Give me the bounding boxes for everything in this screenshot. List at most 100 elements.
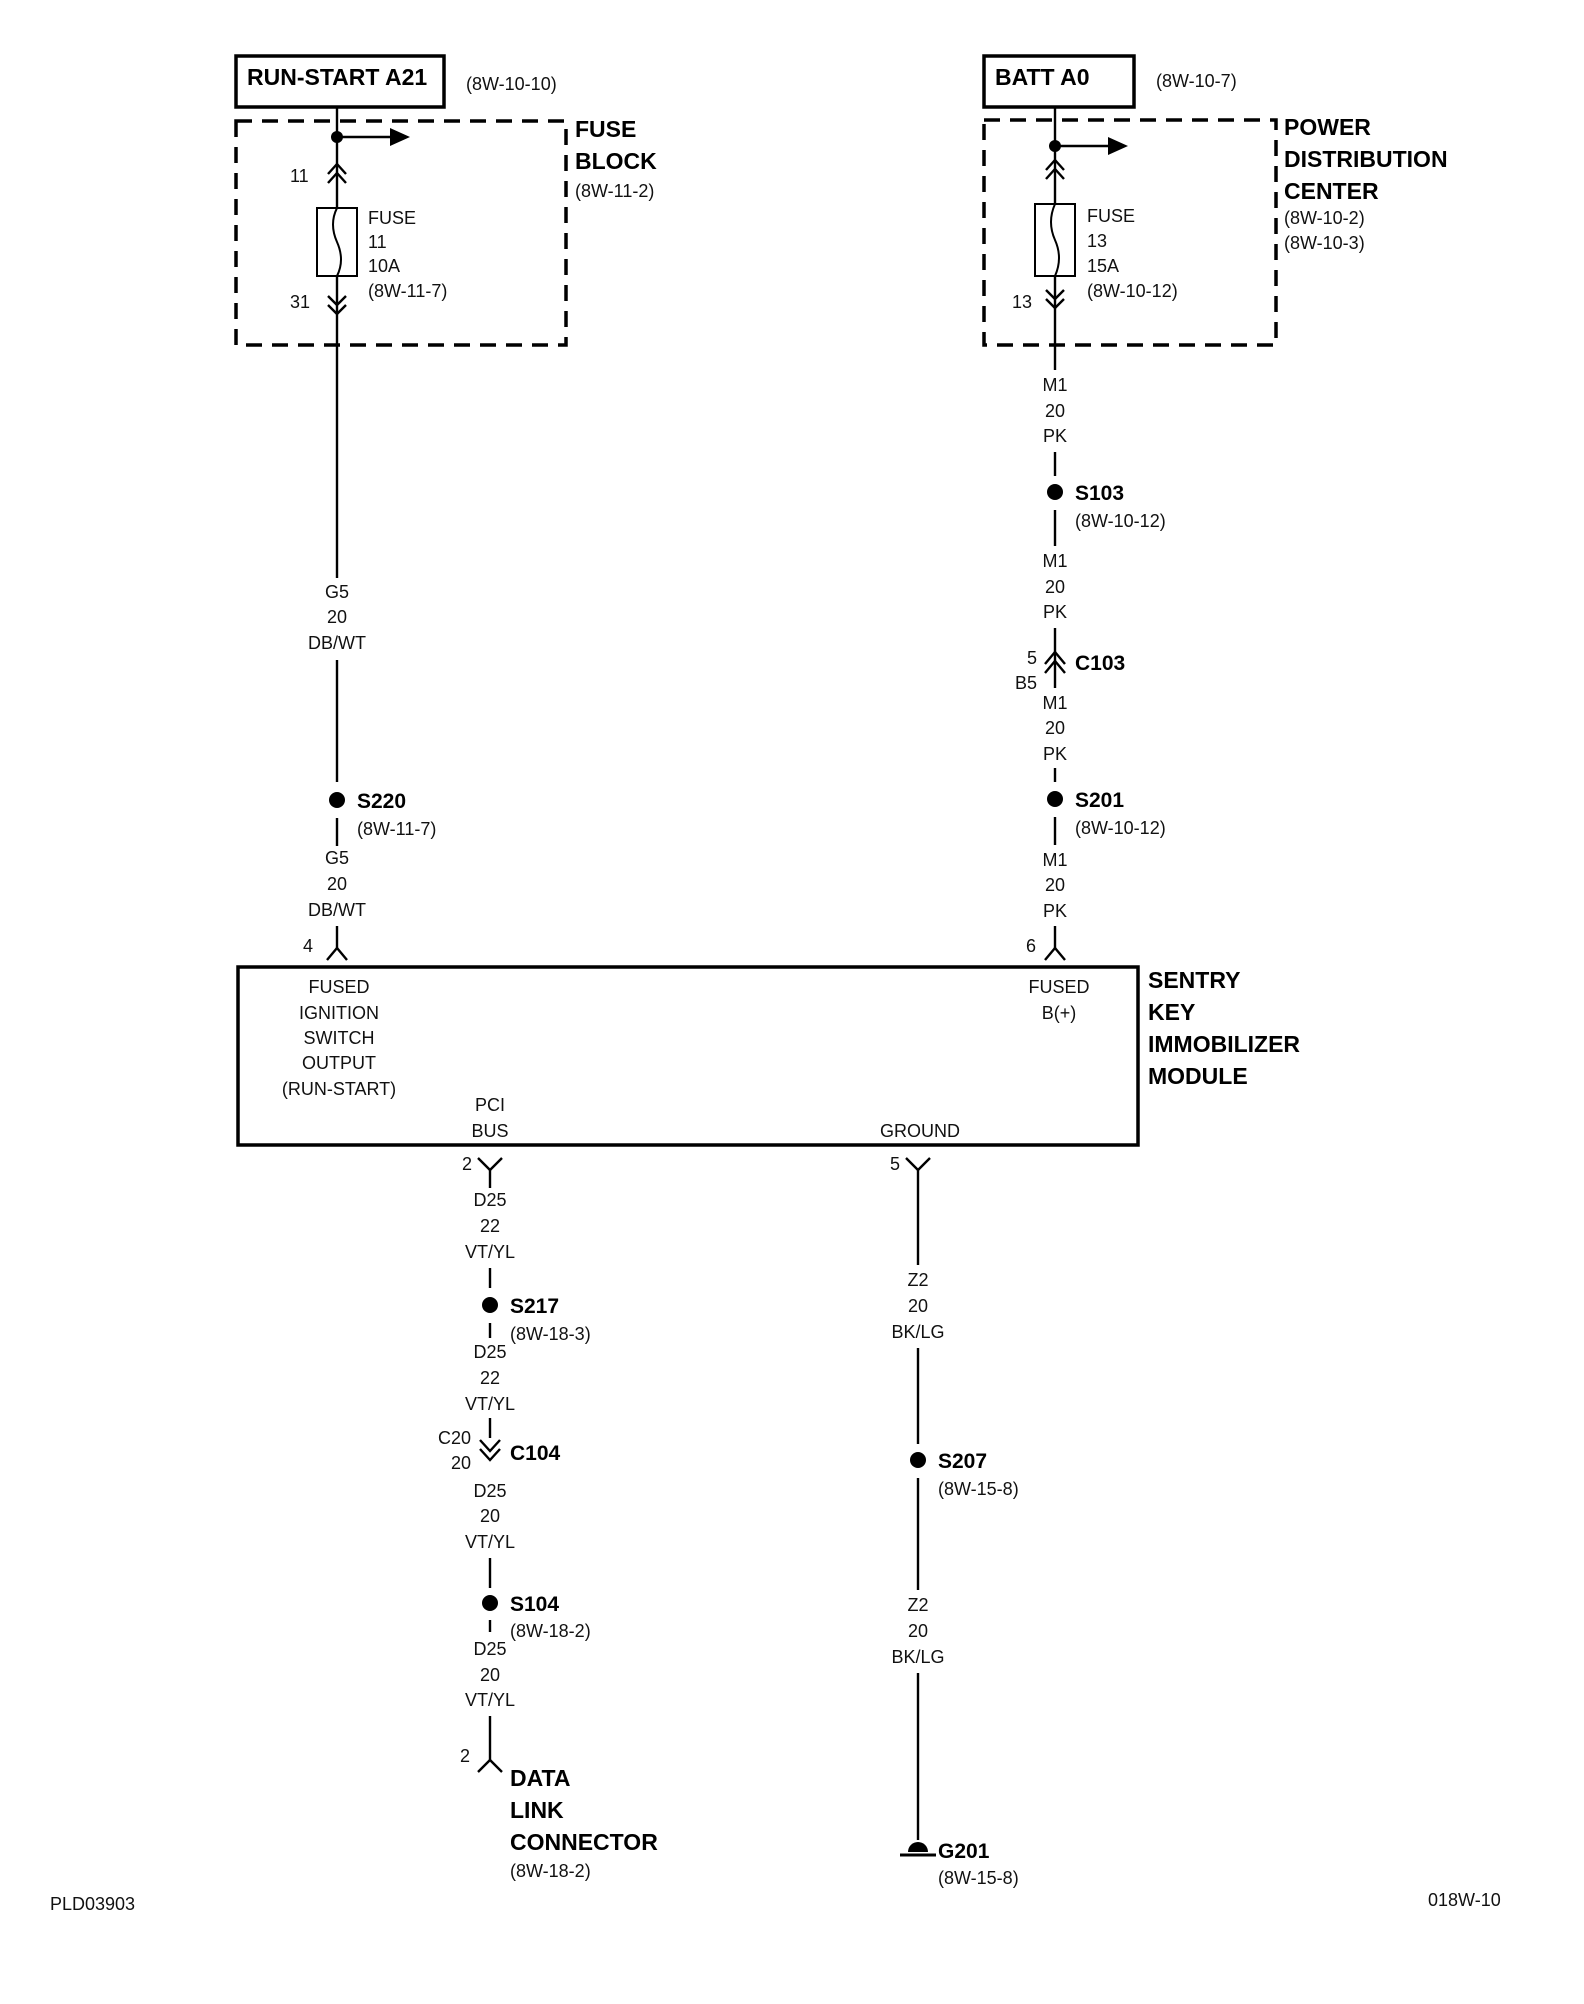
d25-wire1-gauge: 22 <box>480 1216 500 1236</box>
s220-label: S220 <box>357 790 406 813</box>
c104-label: C104 <box>510 1442 561 1465</box>
c104-connector-chevron-1 <box>479 1439 501 1453</box>
c103-pin-a: 5 <box>1027 648 1037 668</box>
s201-ref: (8W-10-12) <box>1075 818 1166 838</box>
fuse11-top-pin-chevron-1 <box>327 162 347 175</box>
pci-pin: 2 <box>462 1154 472 1174</box>
m1-wire4-circuit: M1 <box>1042 850 1067 870</box>
dlc-pin-connector-icon <box>477 1758 503 1773</box>
fuse11-element-icon <box>332 207 342 277</box>
z2-wire2-circuit: Z2 <box>907 1595 928 1615</box>
fuse11-ref: (8W-11-7) <box>368 281 447 301</box>
right-branch-arrowhead <box>1108 137 1128 155</box>
sentry-key-immobilizer-module-box <box>236 965 1140 1147</box>
fuse13-top-pin-chevron-1 <box>1045 158 1065 171</box>
fuse13-l2: 13 <box>1087 231 1107 251</box>
s217-splice-dot <box>482 1297 498 1313</box>
fuse13-ref: (8W-10-12) <box>1087 281 1178 301</box>
g5-wire1-color: DB/WT <box>308 633 366 653</box>
fuse11-l2: 11 <box>368 232 387 252</box>
s207-splice-dot <box>910 1452 926 1468</box>
pin6-connector-icon <box>1044 946 1066 961</box>
s217-label: S217 <box>510 1295 559 1318</box>
g5-wire2-gauge: 20 <box>327 874 347 894</box>
pdc-ref-2: (8W-10-3) <box>1284 233 1365 253</box>
g201-label: G201 <box>938 1840 990 1863</box>
d25-wire1-circuit: D25 <box>473 1190 506 1210</box>
s220-splice-dot <box>329 792 345 808</box>
fuse13-bottom-pin: 13 <box>1012 292 1032 312</box>
c104-pin-b: 20 <box>451 1453 471 1473</box>
s104-ref: (8W-18-2) <box>510 1621 591 1641</box>
s103-label: S103 <box>1075 482 1124 505</box>
fuse13-element-icon <box>1050 203 1060 277</box>
pdc-title-2: DISTRIBUTION <box>1284 146 1448 172</box>
m1-wire4-gauge: 20 <box>1045 875 1065 895</box>
d25-wire4-color: VT/YL <box>465 1690 515 1710</box>
s217-ref: (8W-18-3) <box>510 1324 591 1344</box>
dlc-l3: CONNECTOR <box>510 1829 658 1855</box>
fuse11-l3: 10A <box>368 256 400 276</box>
footer-left-code: PLD03903 <box>50 1894 135 1914</box>
c103-label: C103 <box>1075 652 1125 675</box>
fused-batt-l1: FUSED <box>1028 977 1089 997</box>
fuse11-l1: FUSE <box>368 208 416 228</box>
d25-wire1-color: VT/YL <box>465 1242 515 1262</box>
batt-a0-label: BATT A0 <box>995 64 1090 90</box>
pin4-connector-icon <box>326 946 348 961</box>
d25-wire4-circuit: D25 <box>473 1639 506 1659</box>
s103-ref: (8W-10-12) <box>1075 511 1166 531</box>
fuse13-top-pin-chevron-2 <box>1045 167 1065 180</box>
dlc-l1: DATA <box>510 1765 570 1791</box>
ign-output-l3: SWITCH <box>304 1028 375 1048</box>
ign-output-l4: OUTPUT <box>302 1053 376 1073</box>
d25-wire2-gauge: 22 <box>480 1368 500 1388</box>
run-start-a21-label: RUN-START A21 <box>247 64 427 90</box>
ground-symbol-icon <box>900 1842 936 1857</box>
pin6-label: 6 <box>1026 936 1036 956</box>
footer-right-code: 018W-10 <box>1428 1890 1501 1910</box>
z2-wire2-color: BK/LG <box>891 1647 944 1667</box>
run-start-ref: (8W-10-10) <box>466 74 557 94</box>
module-name-3: IMMOBILIZER <box>1148 1031 1300 1057</box>
s207-ref: (8W-15-8) <box>938 1479 1019 1499</box>
module-name-2: KEY <box>1148 999 1195 1025</box>
c104-connector-chevron-2 <box>479 1448 501 1462</box>
m1-wire4-color: PK <box>1043 901 1067 921</box>
pci-bus-l1: PCI <box>475 1095 505 1115</box>
m1-wire2-color: PK <box>1043 602 1067 622</box>
d25-wire3-circuit: D25 <box>473 1481 506 1501</box>
c103-connector-chevron-2 <box>1044 659 1066 674</box>
dlc-ref: (8W-18-2) <box>510 1861 591 1881</box>
fuse13-l3: 15A <box>1087 256 1119 276</box>
pin4-label: 4 <box>303 936 313 956</box>
ground-pin: 5 <box>890 1154 900 1174</box>
s104-label: S104 <box>510 1593 559 1616</box>
run-start-a21-source-box <box>234 54 446 109</box>
d25-wire3-color: VT/YL <box>465 1532 515 1552</box>
m1-wire1-circuit: M1 <box>1042 375 1067 395</box>
pdc-ref-1: (8W-10-2) <box>1284 208 1365 228</box>
pin2-pci-connector-icon <box>477 1157 503 1172</box>
m1-wire2-gauge: 20 <box>1045 577 1065 597</box>
s207-label: S207 <box>938 1450 987 1473</box>
d25-wire2-color: VT/YL <box>465 1394 515 1414</box>
c104-pin-a: C20 <box>438 1428 471 1448</box>
m1-wire3-color: PK <box>1043 744 1067 764</box>
fuse-block-outline <box>234 119 568 347</box>
pci-bus-l2: BUS <box>471 1121 508 1141</box>
d25-wire4-gauge: 20 <box>480 1665 500 1685</box>
ground-pin-label: GROUND <box>880 1121 960 1141</box>
g5-wire1-circuit: G5 <box>325 582 349 602</box>
pdc-title-1: POWER <box>1284 114 1371 140</box>
pdc-outline <box>982 118 1278 347</box>
fuse13-l1: FUSE <box>1087 206 1135 226</box>
z2-wire1-circuit: Z2 <box>907 1270 928 1290</box>
m1-wire3-circuit: M1 <box>1042 693 1067 713</box>
batt-a0-ref: (8W-10-7) <box>1156 71 1237 91</box>
m1-wire1-gauge: 20 <box>1045 401 1065 421</box>
g5-wire2-circuit: G5 <box>325 848 349 868</box>
ign-output-l1: FUSED <box>308 977 369 997</box>
pin5-ground-connector-icon <box>905 1157 931 1172</box>
